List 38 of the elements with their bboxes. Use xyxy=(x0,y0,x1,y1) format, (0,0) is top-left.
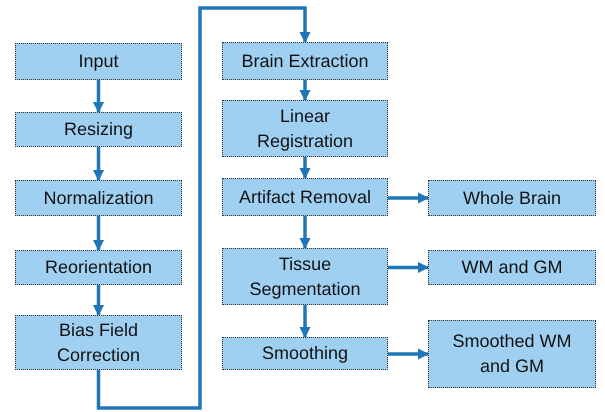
box-label: Tissue Segmentation xyxy=(248,252,362,301)
process-box xyxy=(222,42,388,80)
arrow xyxy=(388,348,430,360)
process-box xyxy=(222,337,388,370)
process-box xyxy=(15,315,182,370)
arrow xyxy=(299,305,311,338)
arrow xyxy=(299,157,311,180)
box-label: Smoothing xyxy=(262,342,348,365)
process-box xyxy=(222,248,388,305)
process-box xyxy=(222,178,388,216)
box-label: Reorientation xyxy=(44,256,152,279)
arrow xyxy=(299,216,311,250)
box-label: Normalization xyxy=(43,186,154,210)
box-label: Artifact Removal xyxy=(238,186,372,208)
process-box xyxy=(428,250,596,285)
process-box xyxy=(15,250,182,285)
process-box xyxy=(15,43,182,80)
box-label: Input xyxy=(78,50,119,73)
process-box xyxy=(222,100,388,157)
process-box xyxy=(15,112,182,147)
box-label: Resizing xyxy=(64,118,134,141)
arrow xyxy=(92,80,104,114)
arrow xyxy=(299,80,311,102)
arrow xyxy=(92,147,104,182)
process-box xyxy=(428,180,596,216)
box-label: Smoothed WM and GM xyxy=(451,330,573,378)
arrow xyxy=(388,262,430,274)
box-label: Bias Field Correction xyxy=(56,318,142,366)
box-label: Whole Brain xyxy=(462,186,562,210)
box-label: WM and GM xyxy=(461,256,562,279)
process-box xyxy=(428,320,596,388)
arrow xyxy=(92,285,104,316)
arrow xyxy=(92,216,104,252)
box-label: Brain Extraction xyxy=(241,50,369,72)
arrow xyxy=(388,192,430,204)
box-label: Linear Registration xyxy=(256,104,354,153)
process-box xyxy=(15,180,182,216)
arrow xyxy=(96,6,311,410)
